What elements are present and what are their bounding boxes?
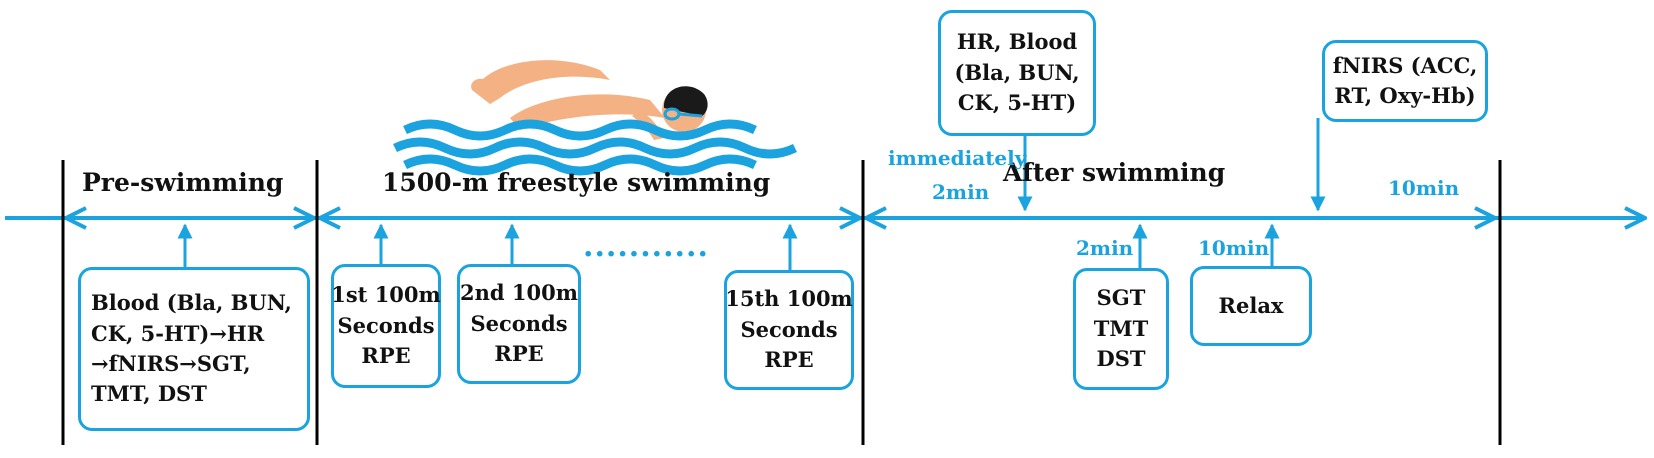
pre-measures-box: Blood (Bla, BUN, CK, 5-HT)→HR →fNIRS→SGT… <box>78 267 310 431</box>
box-line: 2nd 100m <box>460 280 578 306</box>
phase-label-pre: Pre-swimming <box>82 168 284 197</box>
box-line: RT, Oxy-Hb) <box>1334 83 1476 108</box>
phase-label-swimming: 1500-m freestyle swimming <box>382 168 771 197</box>
box-line: 15th 100m <box>725 286 853 312</box>
box-line: CK, 5-HT) <box>957 90 1077 116</box>
box-line: Seconds <box>337 312 435 338</box>
box-line: (Bla, BUN, <box>954 59 1080 85</box>
time-label-2min-top: 2min <box>932 180 990 204</box>
time-label-10min-top: 10min <box>1388 176 1460 200</box>
box-line: SGT <box>1096 285 1146 311</box>
swimmer-icon <box>393 60 797 176</box>
phase-label-after: After swimming <box>1003 158 1226 187</box>
time-label-10min-bottom: 10min <box>1198 236 1270 260</box>
cognitive-tests-box: SGT TMT DST <box>1073 268 1169 390</box>
box-line: TMT <box>1093 315 1149 341</box>
relax-box: Relax <box>1190 266 1312 346</box>
box-line: CK, 5-HT)→HR <box>91 320 265 346</box>
lap2-box: 2nd 100m Seconds RPE <box>457 264 581 384</box>
box-line: 1st 100m <box>331 282 441 308</box>
box-line: fNIRS (ACC, <box>1332 52 1478 78</box>
post-blood-box: HR, Blood (Bla, BUN, CK, 5-HT) <box>938 10 1096 136</box>
box-line: HR, Blood <box>956 29 1078 55</box>
box-line: Blood (Bla, BUN, <box>91 290 292 316</box>
time-label-immediately: immediately <box>888 146 1027 170</box>
box-line: Relax <box>1218 292 1284 318</box>
box-line: Seconds <box>740 316 838 342</box>
box-line: RPE <box>361 343 411 369</box>
box-line: →fNIRS→SGT, <box>91 351 251 376</box>
lap1-box: 1st 100m Seconds RPE <box>331 264 441 388</box>
time-label-2min-bottom: 2min <box>1076 236 1134 260</box>
lap15-box: 15th 100m Seconds RPE <box>724 270 854 390</box>
box-line: TMT, DST <box>91 381 207 407</box>
box-line: Seconds <box>470 310 568 336</box>
post-fnirs-box: fNIRS (ACC, RT, Oxy-Hb) <box>1322 40 1488 122</box>
lap-ellipsis: ........... <box>583 229 709 264</box>
box-line: RPE <box>764 347 814 373</box>
box-line: DST <box>1096 346 1146 372</box>
box-line: RPE <box>494 341 544 367</box>
